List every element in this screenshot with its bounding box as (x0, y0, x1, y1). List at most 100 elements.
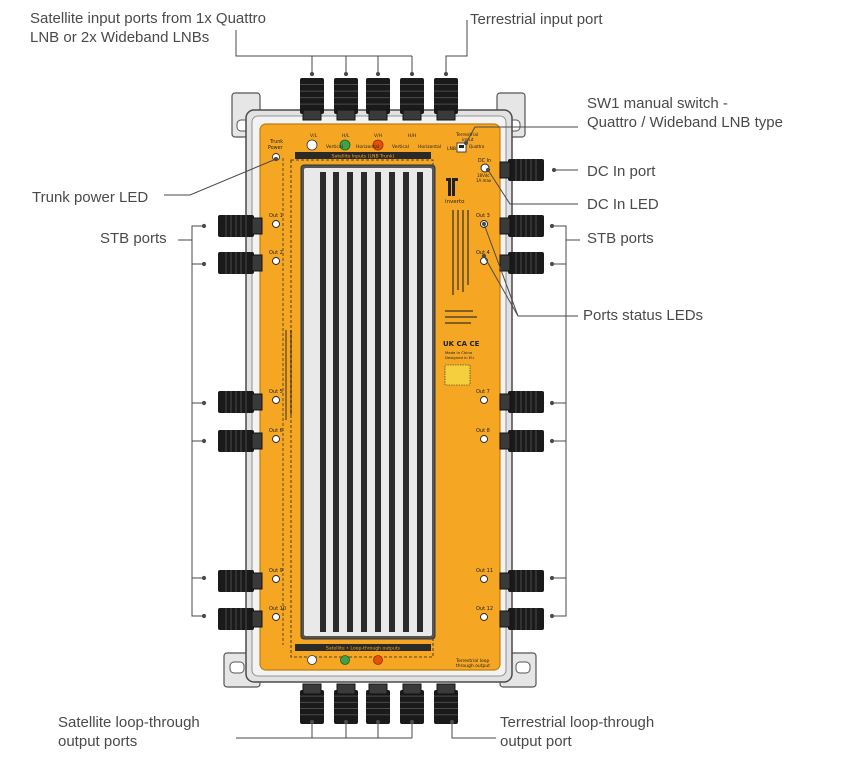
trunk-bar-5 (375, 172, 381, 632)
dc-in-label: DC In (478, 158, 491, 164)
trunk-power-line-1: Trunk (269, 139, 283, 145)
out-label-right-2: Out 4 (476, 250, 490, 256)
out-label-left-3: Out 5 (269, 389, 283, 395)
trunk-bar-1 (320, 172, 326, 632)
stb-port-right-1[interactable] (499, 215, 544, 237)
terrestrial-input-port[interactable] (434, 78, 458, 121)
satellite-input-port-4[interactable] (400, 78, 424, 121)
stb-port-right-3[interactable] (499, 391, 544, 413)
stb-port-left-2[interactable] (218, 252, 263, 274)
dc-in-spec-line-2: 1A max (476, 178, 492, 183)
leader-terrestrial-input (445, 20, 468, 74)
stb-port-left-3[interactable] (218, 391, 263, 413)
out-label-right-1: Out 3 (476, 213, 490, 219)
label-hh: H/H (408, 133, 416, 139)
info-label-box (444, 364, 471, 386)
callout-sw1-switch: SW1 manual switch - Quattro / Wideband L… (587, 95, 783, 131)
terr-loop-label-line-1: Terrestrial loop (455, 658, 489, 664)
stb-port-left-6[interactable] (218, 608, 263, 630)
satellite-loop-output-1[interactable] (300, 683, 324, 724)
loop-led-1 (307, 655, 317, 665)
multiswitch-device: V/L H/L V/H H/H Vertical Horizontal Vert… (218, 78, 544, 724)
stb-port-left-1[interactable] (218, 215, 263, 237)
lnb-label: LNB (447, 146, 456, 152)
dc-in-spec-line-1: 18Vdc (477, 173, 490, 178)
leader-terr-loop (451, 722, 496, 739)
trunk-power-text: Trunk Power (268, 139, 285, 151)
satellite-input-port-2[interactable] (334, 78, 358, 121)
stb-port-left-4[interactable] (218, 430, 263, 452)
loop-led-2 (340, 655, 350, 665)
rotated-spec-text (285, 210, 469, 420)
spec-small-text (445, 310, 477, 324)
stb-port-right-5[interactable] (499, 570, 544, 592)
inverto-logo: inverto (445, 178, 465, 205)
leader-lines (164, 20, 580, 739)
trunk-bar-3 (347, 172, 353, 632)
dc-in-port[interactable] (499, 159, 544, 181)
callout-ports-status-leds: Ports status LEDs (583, 307, 704, 324)
brand-name: inverto (445, 199, 465, 205)
sub-label-3: Vertical (392, 144, 409, 150)
leader-sw1 (465, 126, 578, 144)
port-status-led-right-6 (480, 613, 488, 621)
input-led-vl (306, 139, 318, 151)
made-in-text: Made in China Designed in EU (445, 350, 474, 360)
sat-inputs-title: Satellite Inputs (LNB Trunk) (332, 154, 395, 160)
top-bottom-connectors (300, 78, 458, 724)
stb-port-left-5[interactable] (218, 570, 263, 592)
ukca-ce-mark: UK CA CE (443, 340, 480, 348)
stb-port-right-4[interactable] (499, 430, 544, 452)
leader-trunk-power (164, 158, 277, 196)
label-vl: V/L (310, 133, 318, 139)
made-in-line-2: Designed in EU (445, 355, 474, 360)
callout-satellite-inputs: Satellite input ports from 1x Quattro LN… (30, 10, 266, 46)
satellite-loop-output-2[interactable] (334, 683, 358, 724)
dc-in-spec: 18Vdc 1A max (476, 173, 492, 183)
leader-satellite-inputs (235, 30, 412, 57)
callout-dc-in-port: DC In port (587, 163, 656, 180)
stb-port-right-2[interactable] (499, 252, 544, 274)
out-label-right-4: Out 8 (476, 428, 490, 434)
side-connectors (218, 159, 544, 630)
satellite-input-port-3[interactable] (366, 78, 390, 121)
leader-stb-right (552, 225, 567, 617)
out-label-left-6: Out 10 (269, 606, 286, 612)
out-label-left-5: Out 9 (269, 568, 283, 574)
trunk-bar-7 (403, 172, 409, 632)
leader-dc-in-led (487, 169, 578, 205)
out-label-right-6: Out 12 (476, 606, 493, 612)
trunk-bar-2 (333, 172, 339, 632)
port-status-led-left-3 (272, 396, 280, 404)
trunk-power-line-2: Power (268, 145, 283, 151)
satellite-loop-output-4[interactable] (400, 683, 424, 724)
trunk-bar-6 (389, 172, 395, 632)
port-status-led-left-1 (272, 220, 280, 228)
callout-dc-in-led: DC In LED (587, 196, 659, 213)
satellite-loop-output-3[interactable] (366, 683, 390, 724)
trunk-bar-8 (417, 172, 423, 632)
callout-terrestrial-input: Terrestrial input port (470, 11, 603, 28)
sub-label-4: Horizontal (418, 144, 441, 150)
input-led-vh (372, 139, 384, 151)
sub-label-2: Horizontal (356, 144, 379, 150)
port-status-led-right-4 (480, 435, 488, 443)
port-status-led-left-5 (272, 575, 280, 583)
callout-terr-loop-output: Terrestrial loop-through output port (500, 714, 655, 750)
trunk-bar-4 (361, 172, 367, 632)
port-status-led-left-6 (272, 613, 280, 621)
out-label-right-5: Out 11 (476, 568, 493, 574)
made-in-line-1: Made in China (445, 350, 472, 355)
terr-loop-label-line-2: through output (456, 663, 490, 669)
stb-port-right-6[interactable] (499, 608, 544, 630)
leader-stb-left (191, 225, 204, 617)
loop-led-3 (373, 655, 383, 665)
input-led-hl (339, 139, 351, 151)
out-label-right-3: Out 7 (476, 389, 490, 395)
terrestrial-loop-output[interactable] (434, 683, 458, 724)
terr-loop-label: Terrestrial loop through output (455, 658, 491, 669)
sub-label-1: Vertical (326, 144, 343, 150)
satellite-input-port-1[interactable] (300, 78, 324, 121)
